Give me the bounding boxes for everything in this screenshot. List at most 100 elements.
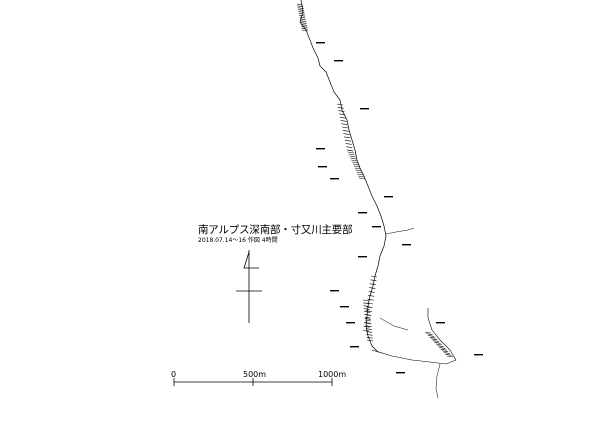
hatch-mark [298, 9, 305, 11]
hatch-mark [348, 153, 355, 156]
north-arrow [236, 250, 262, 323]
station-annotation [330, 290, 339, 292]
hatch-mark [363, 325, 370, 328]
station-annotation [358, 212, 367, 214]
hatch-mark [358, 175, 365, 178]
hatch-mark [442, 350, 449, 353]
hatch-mark [363, 308, 370, 310]
hatch-mark [351, 159, 358, 162]
hatch-mark [341, 126, 349, 129]
hatch-mark [297, 5, 304, 8]
hatch-mark [370, 279, 377, 282]
scale-label-500: 500m [243, 370, 267, 379]
hatch-mark [440, 348, 447, 351]
hatch-mark [349, 155, 356, 158]
station-annotation [334, 60, 343, 62]
hatch-mark [301, 25, 308, 28]
hatch-mark [432, 340, 439, 342]
hatch-mark [346, 149, 354, 152]
side-branch-2 [385, 227, 415, 235]
hatch-mark [299, 18, 306, 21]
hatch-mark [426, 333, 433, 336]
station-annotation [330, 178, 339, 180]
hatch-mark [366, 331, 373, 333]
hatch-mark [428, 335, 435, 337]
hatch-mark [337, 106, 344, 109]
station-annotation [396, 372, 405, 374]
station-annotation [316, 148, 325, 150]
hatch-mark [296, 3, 304, 6]
hatch-mark [336, 103, 344, 106]
hatch-mark [365, 310, 372, 313]
hatch-mark [363, 302, 370, 305]
scale-label-0: 0 [171, 370, 177, 379]
map-subtitle: 2018.07.14〜16 作図 4時間 [198, 237, 278, 244]
hatch-mark [368, 291, 375, 293]
tributary-line [371, 308, 457, 365]
hatch-mark [338, 110, 345, 112]
hatch-mark [344, 139, 351, 142]
hatch-mark [352, 163, 360, 166]
hatch-mark [367, 298, 374, 301]
hatch-mark [364, 316, 371, 319]
hatch-mark [366, 306, 373, 309]
hatch-mark [366, 333, 373, 336]
hatch-mark [362, 329, 370, 332]
hatch-mark [300, 20, 307, 23]
scale-label-1000: 1000m [318, 370, 347, 379]
station-annotation [346, 322, 355, 324]
hatch-mark [339, 113, 346, 116]
hatch-mark [364, 311, 371, 313]
scale-bar [173, 378, 333, 386]
hatch-mark [364, 319, 372, 322]
station-annotation [350, 346, 359, 348]
hatch-mark [342, 129, 349, 132]
hatch-mark [446, 355, 454, 358]
hatch-mark [301, 27, 308, 30]
hatch-mark [345, 143, 352, 145]
hatch-mark [297, 7, 304, 10]
hatch-mark [366, 302, 374, 305]
hatch-mark [366, 336, 373, 339]
hatch-mark [364, 318, 371, 320]
hatch-mark [424, 331, 432, 334]
hatch-mark [435, 343, 443, 346]
hatch-mark [298, 12, 305, 15]
station-annotation [372, 226, 381, 228]
route-line [299, 0, 387, 353]
station-annotation [436, 322, 445, 324]
station-annotation [402, 244, 411, 246]
hatch-mark [434, 341, 441, 344]
station-annotation [340, 306, 349, 308]
hatch-mark [437, 345, 444, 348]
station-annotation [358, 256, 367, 258]
hatch-mark [352, 161, 359, 164]
hatch-mark [370, 275, 378, 278]
hatch-mark [439, 347, 446, 349]
map-title: 南アルプス深南部・寸又川主要部 [198, 224, 353, 236]
hatch-mark [429, 336, 436, 339]
hatch-mark [443, 352, 450, 354]
hatch-mark [362, 299, 370, 302]
hatch-mark [364, 321, 371, 324]
hatch-mark [347, 151, 354, 154]
hatch-mark [350, 157, 357, 160]
hatch-mark [368, 294, 375, 297]
hatch-mark [354, 167, 361, 170]
hatch-mark [363, 305, 370, 308]
hatch-mark [298, 11, 305, 13]
hatch-mark [343, 133, 350, 135]
hatch-mark [301, 29, 309, 32]
hatch-mark [365, 322, 372, 325]
hatch-mark [346, 146, 353, 149]
hatch-mark [340, 120, 347, 122]
station-marks [316, 42, 483, 374]
hatch-mark [356, 171, 363, 174]
hatch-mark [344, 136, 351, 139]
hatch-mark [300, 24, 307, 26]
hatch-mark [366, 339, 374, 342]
hatch-mark [358, 177, 366, 180]
hatch-mark [357, 173, 364, 176]
hatch-mark [299, 14, 306, 17]
